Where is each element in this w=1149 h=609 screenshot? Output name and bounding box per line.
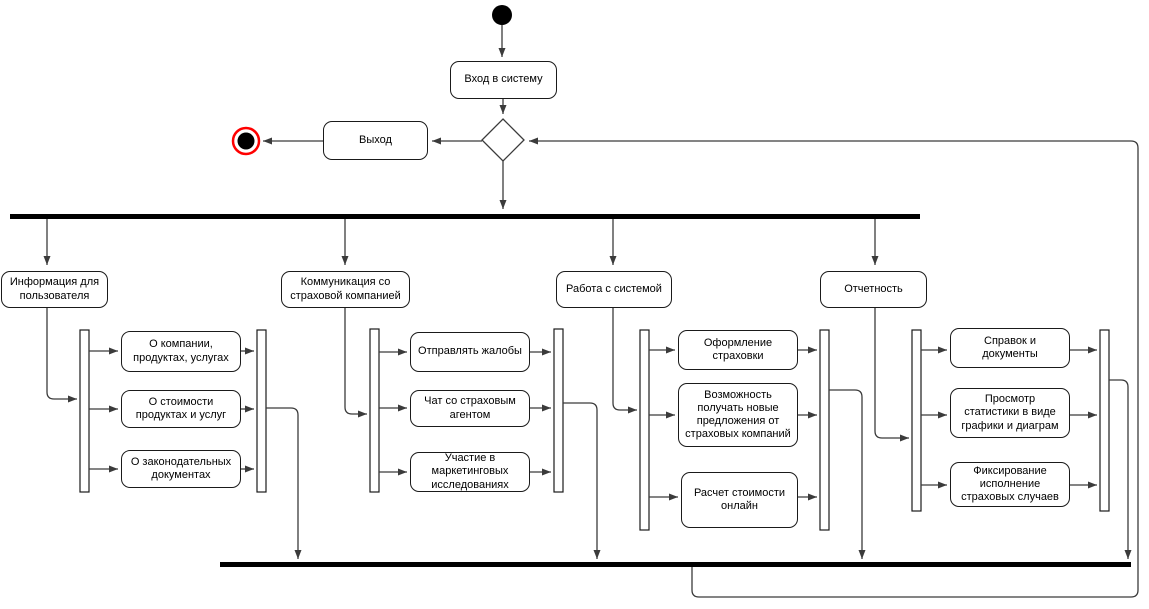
activity-b1-item3: О законодательных документах [121,450,241,488]
edge-branch4-header-to-bar [874,308,909,442]
activity-login: Вход в систему [450,61,557,99]
edge-b2-join-to-bottom [563,402,601,559]
activity-b4-item1: Справок и документы [950,328,1070,368]
activity-b3-item1: Оформление страховки [678,330,798,370]
initial-node-icon [492,5,512,25]
branch1-join-bar [256,329,267,493]
activity-branch3-header: Работа с системой [556,271,672,308]
branch3-fork-bar [639,329,650,531]
fork-bar-top [10,214,920,219]
edge-branch1-header-to-bar [46,308,77,403]
activity-b2-item3: Участие в маркетинговых исследованиях [410,452,530,492]
branch4-join-bar [1099,329,1110,512]
activity-b3-item3: Расчет стоимости онлайн [681,472,798,528]
edge-branch2-header-to-bar [344,308,367,418]
activity-branch2-header: Коммуникация со страховой компанией [281,271,410,308]
activity-final-node-core-icon [237,132,255,150]
branch2-fork-bar [369,328,380,493]
edge-b1-join-to-bottom [266,407,302,559]
activity-branch4-header: Отчетность [820,271,927,308]
edge-b3-join-to-bottom [829,389,866,559]
branch1-fork-bar [79,329,90,493]
branch3-join-bar [819,329,830,531]
activity-b1-item2: О стоимости продуктах и услуг [121,390,241,428]
activity-branch1-header: Информация для пользователя [1,271,108,308]
branch2-join-bar [553,328,564,493]
activity-b2-item2: Чат со страховым агентом [410,390,530,427]
join-bar-bottom [220,562,1131,567]
decision-diamond-icon [481,118,525,162]
edge-loopback-to-decision [529,137,1139,598]
edge-branch3-header-to-bar [612,308,637,414]
activity-b3-item2: Возможность получать новые предложения о… [678,383,798,447]
edge-b4-join-to-bottom [1109,379,1132,559]
activity-b4-item2: Просмотр статистики в виде графики и диа… [950,388,1070,438]
branch4-fork-bar [911,329,922,512]
activity-final-node-ring-icon [231,126,261,156]
activity-b4-item3: Фиксирование исполнение страховых случае… [950,462,1070,507]
activity-b1-item1: О компании, продуктах, услугах [121,331,241,372]
activity-logout: Выход [323,121,428,160]
activity-b2-item1: Отправлять жалобы [410,332,530,372]
